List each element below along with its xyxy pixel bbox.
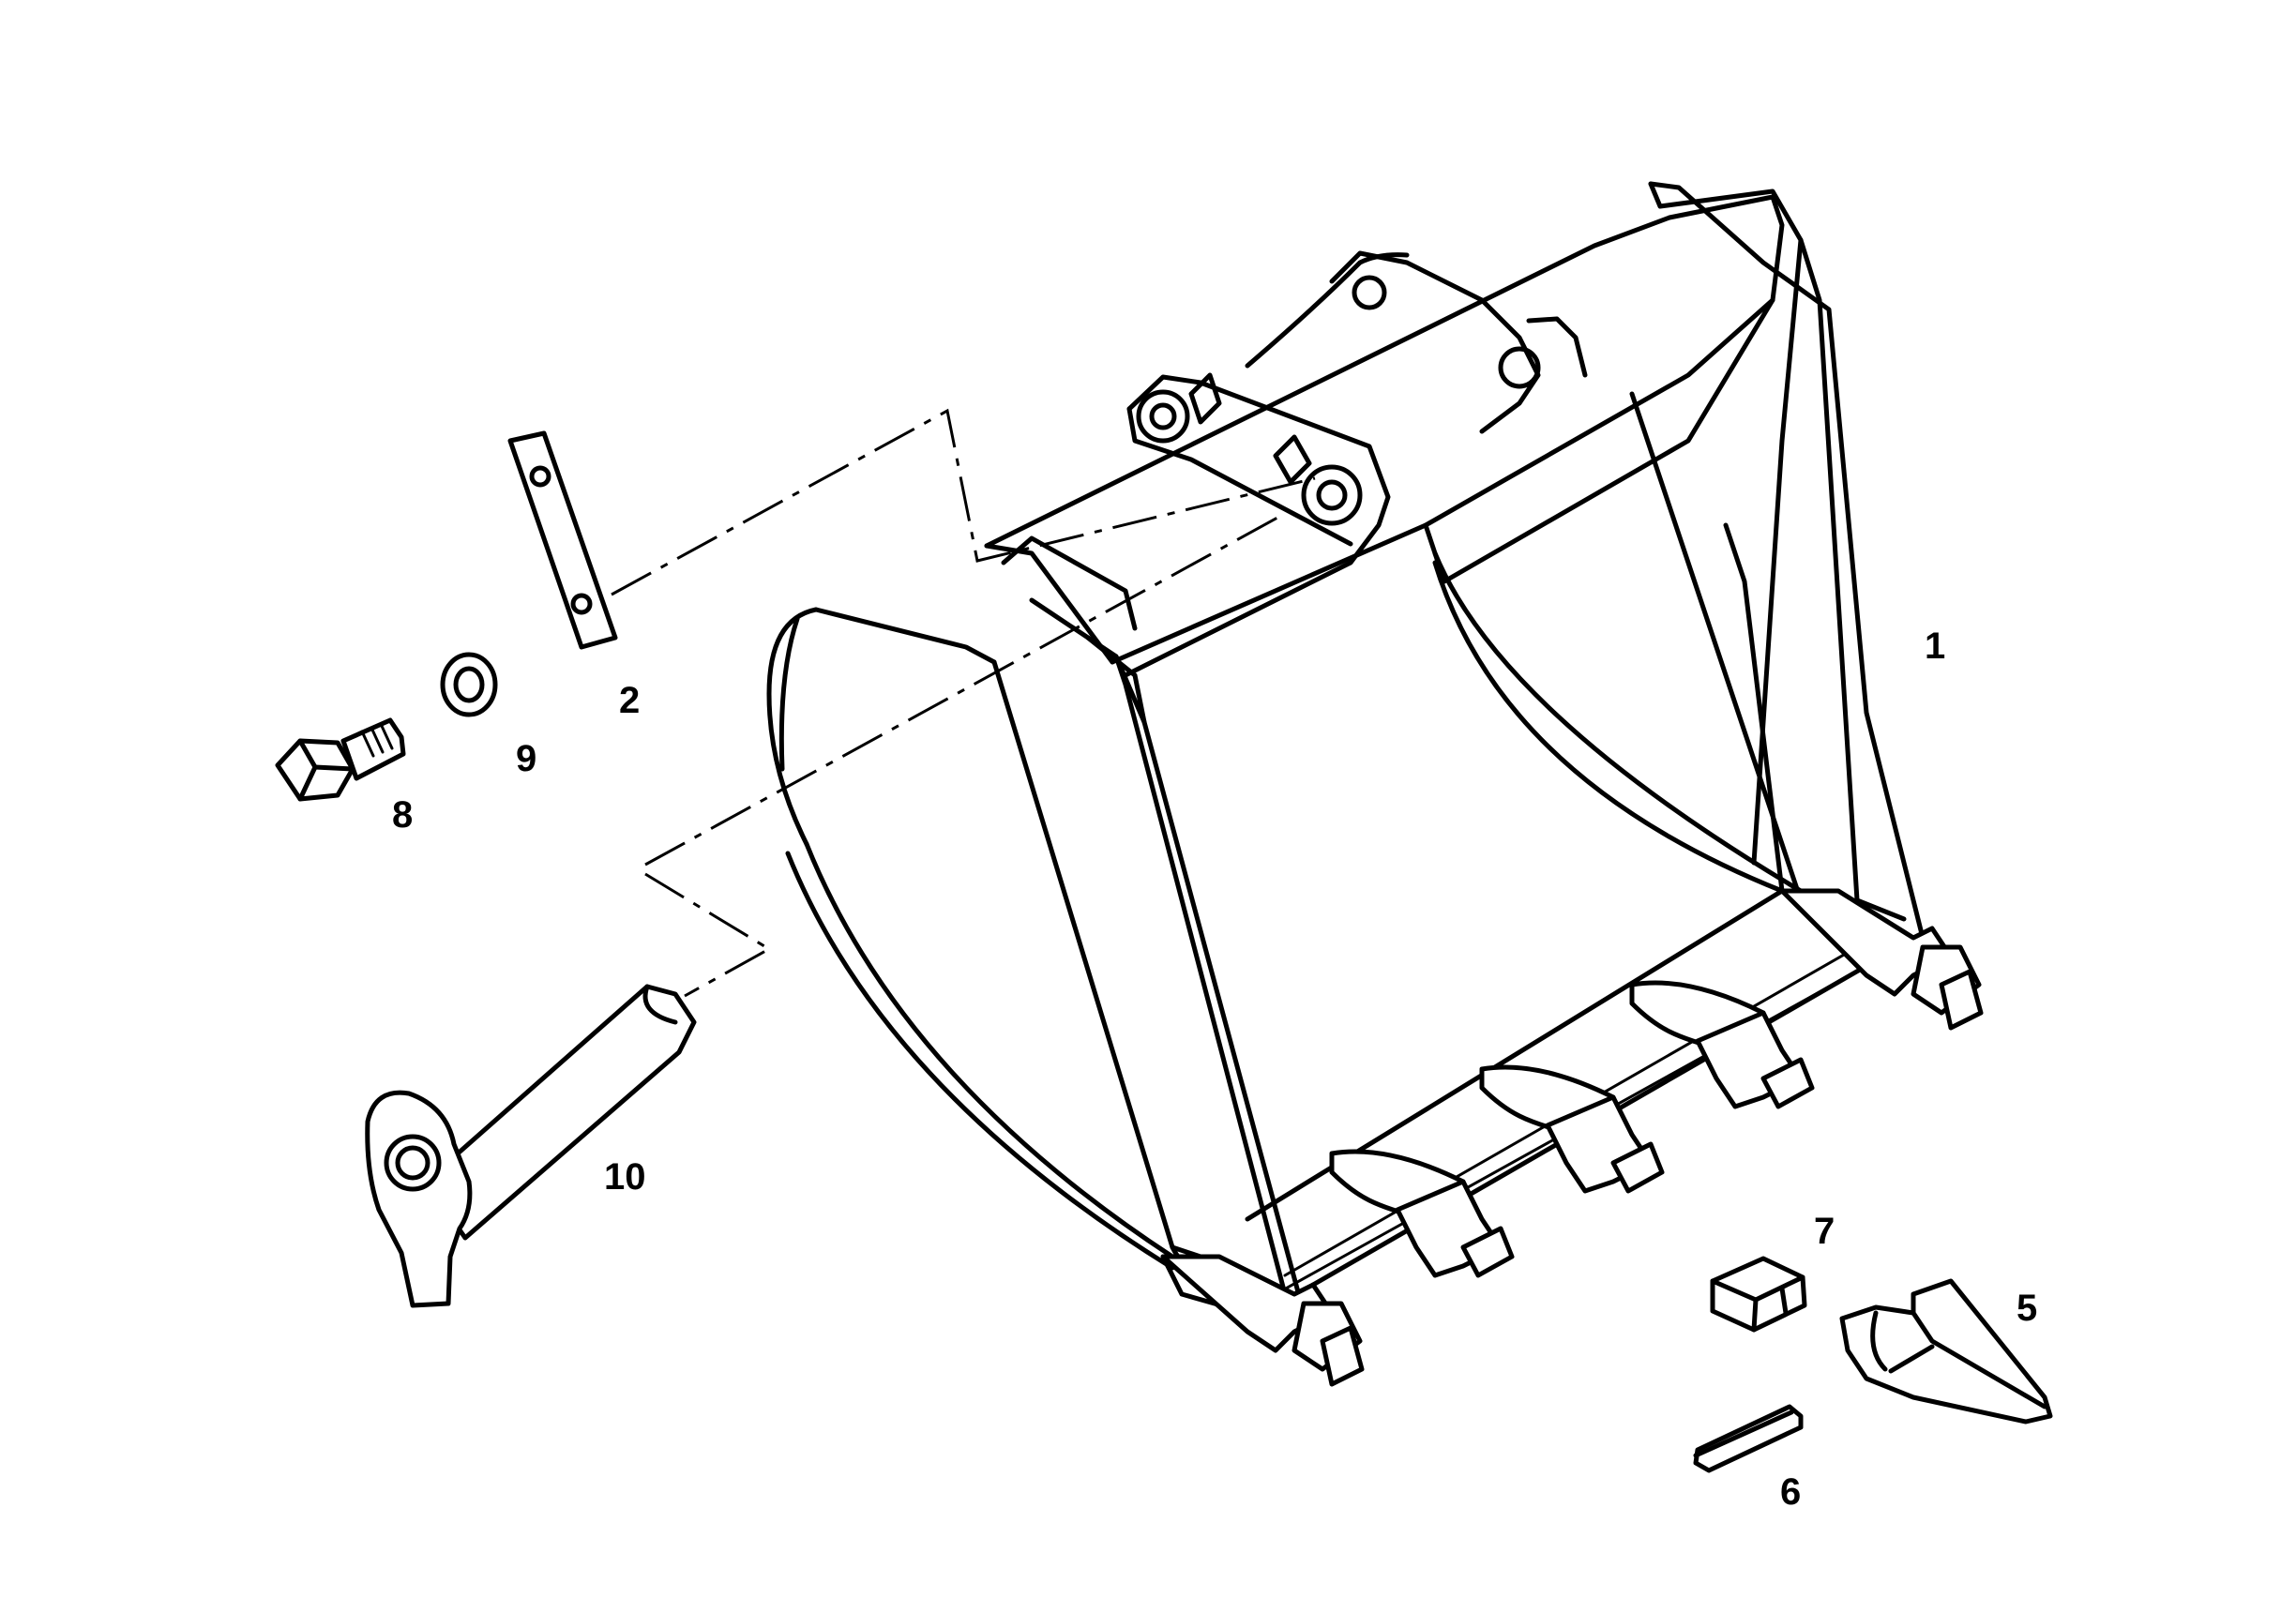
callout-8: 8 xyxy=(392,794,413,836)
bolt-part xyxy=(275,717,406,802)
callout-labels: 1 2 5 6 7 8 9 10 xyxy=(392,626,2037,1513)
bucket-teeth xyxy=(1160,888,1984,1387)
callout-7: 7 xyxy=(1814,1211,1835,1252)
bucket-part xyxy=(766,181,1926,1316)
callout-5: 5 xyxy=(2017,1288,2037,1329)
tooth-adapter-5 xyxy=(1779,888,1984,1031)
tooth-adapter-4 xyxy=(1629,980,1815,1109)
callout-2: 2 xyxy=(619,680,640,721)
tooth-part xyxy=(1839,1278,2053,1425)
callout-6: 6 xyxy=(1780,1471,1801,1513)
plate-part xyxy=(507,430,618,650)
lock-part xyxy=(1710,1256,1807,1333)
callout-10: 10 xyxy=(604,1156,646,1198)
callout-1: 1 xyxy=(1925,626,1945,667)
retainer-pin-part xyxy=(1693,1404,1804,1473)
washer-part xyxy=(440,652,498,717)
tooth-adapter-1 xyxy=(1160,1254,1365,1387)
callout-9: 9 xyxy=(516,738,536,779)
pin-part xyxy=(365,984,697,1308)
assembly-lines xyxy=(611,408,1316,998)
tooth-adapter-2 xyxy=(1329,1149,1515,1278)
tooth-adapter-3 xyxy=(1479,1064,1665,1194)
